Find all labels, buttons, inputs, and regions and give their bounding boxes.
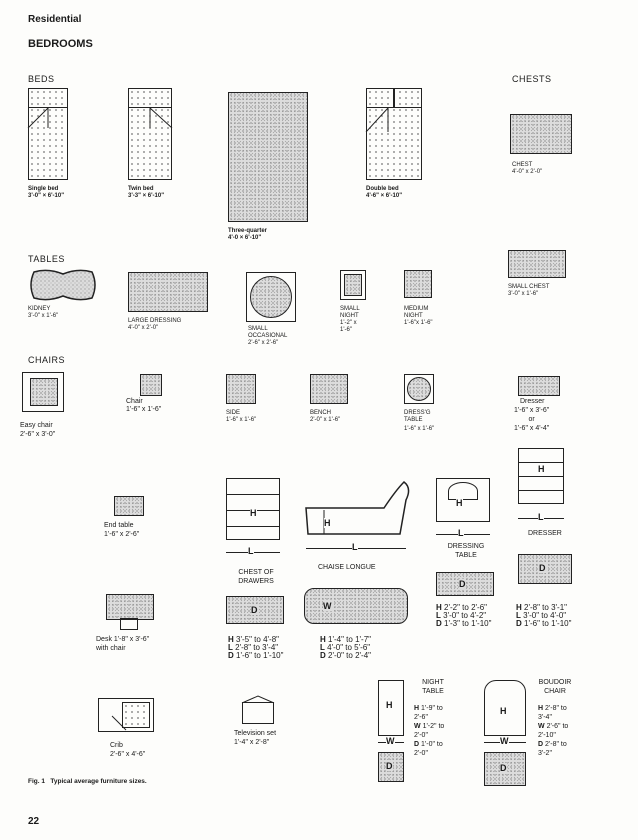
figure-caption: Fig. 1 Typical average furniture sizes. [28, 778, 147, 785]
dresser-dims: H 2'-8" to 3'-1" L 3'-0" to 4'-0" D 1'-6… [516, 603, 572, 628]
dresser-plan-size: 1'-6" x 3'-6" or 1'-6" x 4'-4" [514, 407, 550, 432]
chair-label: Chair [126, 398, 143, 405]
section-chests: CHESTS [512, 74, 552, 84]
large-dressing-label: LARGE DRESSING [128, 318, 182, 324]
television-size: 1'-4" x 2'-8" [234, 739, 270, 746]
easy-chair-size: 2'-6" x 3'-0" [20, 431, 56, 438]
bench-label: BENCH [310, 410, 332, 416]
double-bed-size: 4'-6" × 6'-10" [366, 193, 403, 199]
dresser-plan: D [518, 554, 572, 584]
bench-drawing [310, 374, 348, 404]
section-tables: TABLES [28, 254, 65, 264]
section-beds: BEDS [28, 74, 55, 84]
desk-label: Desk 1'-8" x 3'-6" [96, 636, 150, 643]
section-chairs: CHAIRS [28, 355, 66, 365]
three-quarter-bed-label: Three-quarter [228, 228, 268, 234]
night-table-label: NIGHT TABLE [422, 679, 444, 695]
dresser-plan-drawing [518, 376, 560, 396]
dressing-table-dims: H 2'-2" to 2'-6" L 3'-0" to 4'-2" D 1'-3… [436, 603, 492, 628]
three-quarter-bed-drawing [228, 92, 308, 222]
large-dressing-size: 4'-0" x 2'-0" [128, 325, 159, 331]
side-size: 1'-6" x 1'-6" [226, 417, 257, 423]
desk-size: with chair [96, 645, 126, 652]
chest-of-drawers-dims: H 3'-5" to 4'-8" L 2'-8" to 3'-4" D 1'-6… [228, 635, 284, 660]
large-dressing-table-drawing [128, 272, 208, 312]
twin-bed-label: Twin bed [128, 186, 154, 192]
chest-label: CHEST [512, 162, 533, 168]
dressing-table-plan: D [436, 572, 494, 596]
small-night-label: SMALL NIGHT [340, 306, 360, 319]
single-bed-size: 3'-0" × 6'-10" [28, 193, 65, 199]
chest-of-drawers-plan: D [226, 596, 284, 624]
chaise-longue-label: CHAISE LONGUE [318, 564, 376, 571]
chest-size: 4'-0" x 2'-0" [512, 169, 543, 175]
chair-drawing [140, 374, 162, 396]
single-bed-label: Single bed [28, 186, 59, 192]
category-heading: Residential [28, 14, 82, 25]
small-chest-drawing [508, 250, 566, 278]
small-occasional-size: 2'-6" x 2'-6" [248, 340, 279, 346]
side-table-drawing [226, 374, 256, 404]
small-occasional-label: SMALL OCCASIONAL [248, 326, 288, 339]
dresser-plan-label: Dresser [520, 398, 545, 405]
television-label: Television set [234, 730, 277, 737]
kidney-table-drawing [30, 269, 96, 301]
bench-size: 2'-0" x 1'-6" [310, 417, 341, 423]
twin-bed-size: 3'-3" × 6'-10" [128, 193, 165, 199]
crib-size: 2'-6" x 4'-6" [110, 751, 146, 758]
crib-label: Crib [110, 742, 123, 749]
dressing-stool-label: DRESS'G TABLE [404, 410, 431, 423]
three-quarter-bed-size: 4'-0 × 6'-10" [228, 235, 262, 241]
small-night-size: 1'-2" x 1'-6" [340, 320, 357, 333]
small-chest-size: 3'-0" x 1'-6" [508, 291, 539, 297]
kidney-size: 3'-0" x 1'-6" [28, 313, 59, 319]
chest-of-drawers-label: CHEST OF DRAWERS [238, 569, 274, 585]
page-title: BEDROOMS [28, 38, 93, 50]
dressing-stool-size: 1'-6" x 1'-6" [404, 426, 435, 432]
side-label: SIDE [226, 410, 241, 416]
chaise-longue-dims: H 1'-4" to 1'-7" L 4'-0" to 5'-6" D 2'-0… [320, 635, 371, 660]
chair-size: 1'-6" x 1'-6" [126, 406, 162, 413]
page-number: 22 [28, 816, 40, 827]
medium-night-size: 1'-6"x 1'-6" [404, 320, 433, 326]
medium-night-table-drawing [404, 270, 432, 298]
end-table-label: End table [104, 522, 134, 529]
night-table-dims: H 1'-9" to 2'-6" W 1'-2" to 2'-0" D 1'-0… [414, 705, 445, 757]
kidney-label: KIDNEY [28, 306, 51, 312]
small-night-table-drawing [340, 270, 366, 300]
boudoir-chair-label: BOUDOIR CHAIR [538, 679, 572, 695]
easy-chair-label: Easy chair [20, 422, 53, 429]
boudoir-chair-dims: H 2'-8" to 3'-4" W 2'-6" to 2'-10" D 2'-… [538, 705, 569, 757]
chaise-longue-plan: W [304, 588, 408, 624]
end-table-size: 1'-6" x 2'-6" [104, 531, 140, 538]
medium-night-label: MEDIUM NIGHT [404, 306, 429, 319]
double-bed-label: Double bed [366, 186, 399, 192]
end-table-drawing [114, 496, 144, 516]
small-chest-label: SMALL CHEST [508, 284, 550, 290]
dresser-label: DRESSER [528, 530, 562, 537]
chest-drawing [510, 114, 572, 154]
dressing-table-label: DRESSING TABLE [447, 543, 485, 559]
